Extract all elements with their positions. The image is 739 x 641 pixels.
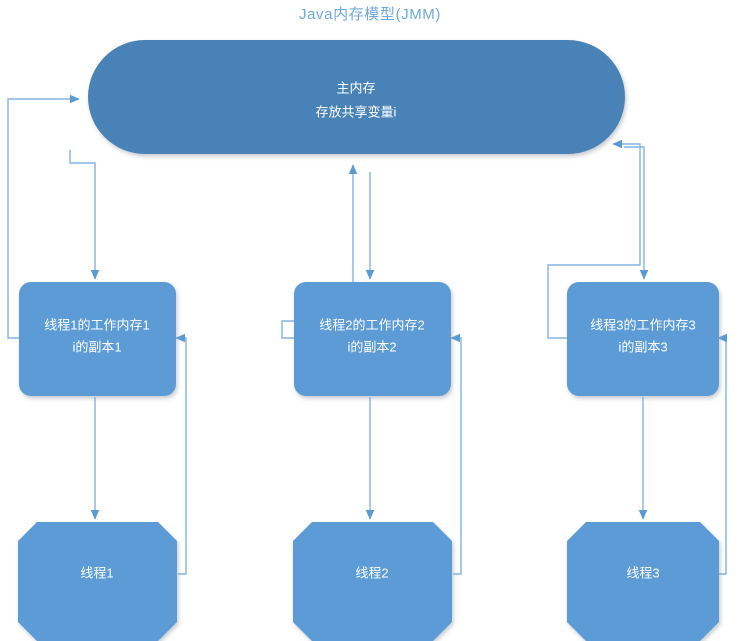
connector-wm1-to-main	[7, 94, 80, 339]
connector-thread3-to-wm3	[717, 333, 728, 575]
connector-main-to-wm3	[624, 146, 649, 280]
thread-3-node[interactable]: 线程3	[567, 522, 719, 641]
main-memory-shape	[88, 40, 625, 154]
connector-wm3-to-main	[547, 139, 641, 339]
thread-3-shape	[567, 522, 719, 641]
working-memory-1-line2: i的副本1	[72, 339, 121, 354]
thread-1-node[interactable]: 线程1	[18, 522, 177, 641]
working-memory-1-node[interactable]: 线程1的工作内存1 i的副本1	[19, 282, 176, 396]
working-memory-2-line1: 线程2的工作内存2	[319, 317, 424, 332]
working-memory-3-line2: i的副本3	[618, 339, 667, 354]
page-title: Java内存模型(JMM)	[299, 6, 441, 23]
working-memory-3-line1: 线程3的工作内存3	[590, 317, 695, 332]
main-memory-node[interactable]: 主内存 存放共享变量i	[88, 40, 625, 154]
thread-2-shape	[293, 522, 452, 641]
working-memory-2-node[interactable]: 线程2的工作内存2 i的副本2	[294, 282, 451, 396]
thread-1-label: 线程1	[80, 565, 113, 580]
thread-2-label: 线程2	[355, 565, 388, 580]
thread-3-label: 线程3	[626, 565, 659, 580]
working-memory-1-line1: 线程1的工作内存1	[44, 317, 149, 332]
connector-wm2-to-main	[281, 164, 358, 339]
thread-1-shape	[18, 522, 177, 641]
connector-main-to-wm1	[69, 150, 100, 280]
working-memory-2-line2: i的副本2	[347, 339, 396, 354]
main-memory-line2: 存放共享变量i	[316, 104, 397, 119]
working-memory-3-node[interactable]: 线程3的工作内存3 i的副本3	[567, 282, 719, 396]
working-memory-3-shape	[567, 282, 719, 396]
connector-thread2-to-wm2	[450, 333, 462, 575]
working-memory-2-shape	[294, 282, 451, 396]
main-memory-line1: 主内存	[336, 80, 375, 95]
working-memory-1-shape	[19, 282, 176, 396]
connector-thread1-to-wm1	[175, 333, 187, 575]
thread-2-node[interactable]: 线程2	[293, 522, 452, 641]
